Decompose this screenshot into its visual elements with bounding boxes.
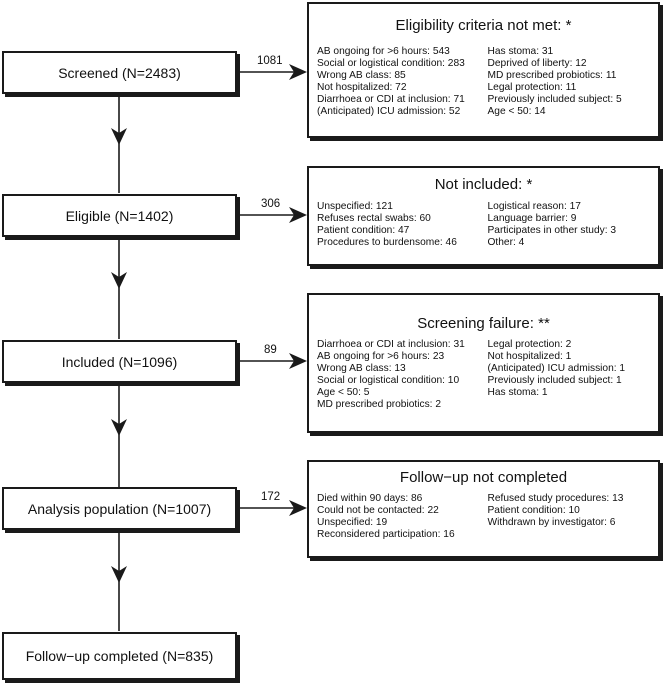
reason-item: Unspecified: 121 [317,201,393,212]
reason-item: Reconsidered participation: 16 [317,529,455,540]
reasons-right-column: Has stoma: 31 Deprived of liberty: 12 MD… [482,46,653,118]
reason-item: (Anticipated) ICU admission: 52 [317,106,461,117]
stage-eligible-box: Eligible (N=1402) [2,194,237,237]
reason-item: Age < 50: 5 [317,387,370,398]
reason-item: Legal protection: 2 [487,339,572,350]
stage-label: Analysis population (N=1007) [27,500,212,517]
reason-item: Wrong AB class: 13 [317,363,406,374]
reason-item: Participates in other study: 3 [487,225,617,236]
reason-item: Legal protection: 11 [487,82,577,93]
reasons-right-column: Refused study procedures: 13 Patient con… [482,493,653,541]
down-arrowhead [111,128,127,145]
exclusion-count: 1081 [257,55,283,67]
exclusion-title: Not included: * [434,176,533,193]
reasons-left-column: AB ongoing for >6 hours: 543 Social or l… [317,46,482,118]
stage-label: Follow−up completed (N=835) [25,648,214,664]
reason-item: Refuses rectal swabs: 60 [317,213,431,224]
stage-followup-completed-box: Follow−up completed (N=835) [2,632,237,680]
screening-failure-box: Screening failure: ** Diarrhoea or CDI a… [307,293,660,433]
down-arrowhead [111,272,127,289]
reason-item: Has stoma: 1 [487,387,548,398]
eligibility-exclusion-box: Eligibility criteria not met: * AB ongoi… [307,2,660,138]
reason-item: Previously included subject: 1 [487,375,622,386]
down-arrowhead [111,566,127,583]
stage-label: Eligible (N=1402) [65,207,174,224]
reason-item: MD prescribed probiotics: 2 [317,399,441,410]
exclusion-title: Screening failure: ** [417,315,550,332]
exclusion-count: 89 [264,344,277,356]
reason-item: Not hospitalized: 1 [487,351,572,362]
reasons-right-column: Logistical reason: 17 Language barrier: … [482,201,653,249]
reasons-left-column: Diarrhoea or CDI at inclusion: 31 AB ong… [317,339,482,411]
down-arrowhead [111,419,127,436]
reason-item: (Anticipated) ICU admission: 1 [487,363,626,374]
reason-item: Patient condition: 47 [317,225,410,236]
exclusion-count: 306 [261,198,281,210]
reason-item: Not hospitalized: 72 [317,82,407,93]
reason-item: Refused study procedures: 13 [487,493,624,504]
right-arrowhead [289,207,307,223]
reason-item: Deprived of liberty: 12 [487,58,587,69]
exclusion-title: Follow−up not completed [399,469,568,486]
reason-item: Could not be contacted: 22 [317,505,439,516]
right-arrowhead [289,353,307,369]
reason-item: AB ongoing for >6 hours: 23 [317,351,445,362]
right-arrowhead [289,500,307,516]
reason-item: Previously included subject: 5 [487,94,622,105]
stage-screened-box: Screened (N=2483) [2,51,237,94]
reason-item: Procedures to burdensome: 46 [317,237,457,248]
reason-item: Logistical reason: 17 [487,201,581,212]
reason-item: Social or logistical condition: 283 [317,58,465,69]
stage-included-box: Included (N=1096) [2,340,237,383]
not-included-box: Not included: * Unspecified: 121 Refuses… [307,166,660,266]
stage-analysis-box: Analysis population (N=1007) [2,487,237,530]
reason-item: Diarrhoea or CDI at inclusion: 71 [317,94,465,105]
reason-item: Withdrawn by investigator: 6 [487,517,616,528]
stage-label: Screened (N=2483) [58,64,181,81]
reason-item: Other: 4 [487,237,525,248]
reason-item: Unspecified: 19 [317,517,388,528]
reason-item: Social or logistical condition: 10 [317,375,460,386]
reason-item: AB ongoing for >6 hours: 543 [317,46,450,57]
reasons-left-column: Died within 90 days: 86 Could not be con… [317,493,482,541]
reason-item: Diarrhoea or CDI at inclusion: 31 [317,339,465,350]
right-arrowhead [289,64,307,80]
reason-item: Language barrier: 9 [487,213,577,224]
exclusion-count: 172 [261,491,281,503]
reason-item: Has stoma: 31 [487,46,554,57]
stage-label: Included (N=1096) [61,353,178,370]
exclusion-title: Eligibility criteria not met: * [395,17,572,34]
reason-item: Age < 50: 14 [487,106,546,117]
followup-not-completed-box: Follow−up not completed Died within 90 d… [307,460,660,558]
reasons-right-column: Legal protection: 2 Not hospitalized: 1 … [482,339,653,411]
reason-item: Wrong AB class: 85 [317,70,406,81]
reason-item: MD prescribed probiotics: 11 [487,70,617,81]
reason-item: Died within 90 days: 86 [317,493,423,504]
reasons-left-column: Unspecified: 121 Refuses rectal swabs: 6… [317,201,482,249]
reason-item: Patient condition: 10 [487,505,580,516]
